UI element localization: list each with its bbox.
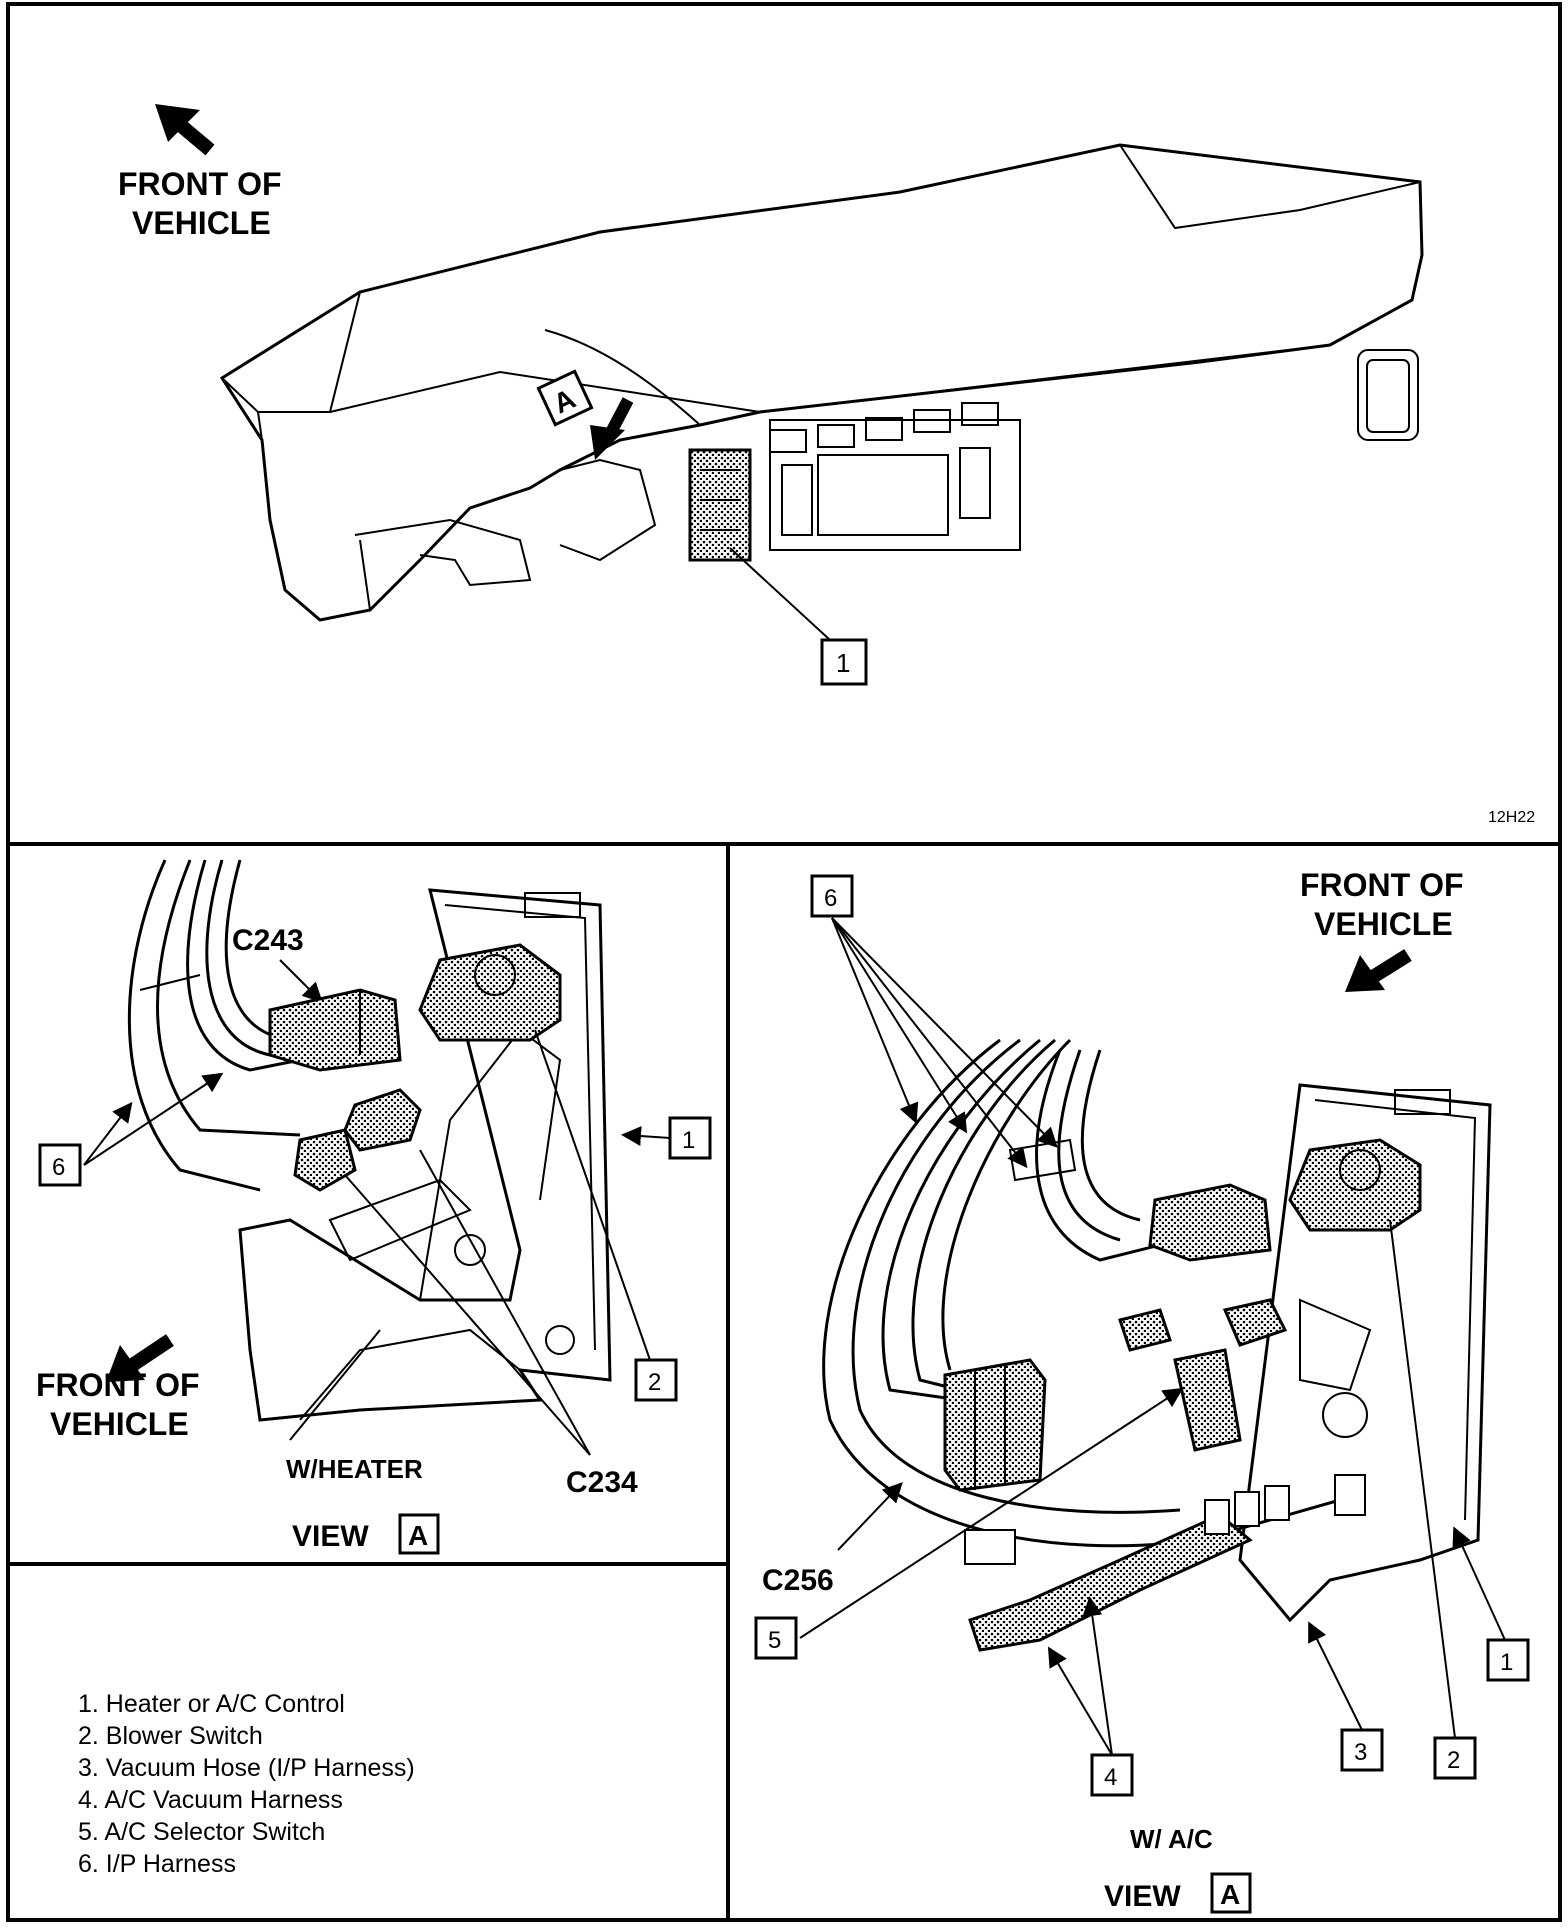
callout-1-box <box>668 1116 712 1160</box>
ac-connector-small-2 <box>1118 1308 1172 1352</box>
ac-front-line2: VEHICLE <box>1314 906 1453 942</box>
view-label-ac: VIEW <box>1104 1880 1181 1913</box>
ac-front-arrow-icon <box>1345 949 1412 992</box>
view-letter-ac: A <box>1220 1879 1240 1910</box>
ac-control-bracket <box>1238 1083 1492 1623</box>
front-of-vehicle-line1: FRONT OF <box>118 166 282 202</box>
connector-c234-upper <box>343 1088 422 1152</box>
heater-front-line1: FRONT OF <box>36 1367 200 1403</box>
legend-item-3: 3. Vacuum Hose (I/P Harness) <box>78 1754 415 1782</box>
connector-c243 <box>268 988 402 1072</box>
view-letter-box-heater <box>398 1513 440 1555</box>
callout-1-label: 1 <box>682 1127 695 1154</box>
ac-selector-switch <box>1173 1348 1242 1452</box>
legend-item-2: 2. Blower Switch <box>78 1722 263 1750</box>
view-letter-heater: A <box>408 1520 428 1551</box>
connector-c234-lower <box>293 1128 357 1192</box>
variant-label-ac: W/ A/C <box>1130 1824 1213 1854</box>
heater-front-line2: VEHICLE <box>50 1406 189 1442</box>
legend-item-5: 5. A/C Selector Switch <box>78 1818 325 1846</box>
variant-label-heater: W/HEATER <box>286 1454 423 1484</box>
callout-5-box <box>754 1616 798 1660</box>
heater-view-panel: C243 <box>36 859 712 1555</box>
callout-2-label: 2 <box>1447 1747 1460 1774</box>
ac-view-panel: 6 FRONT OF VEHICLE <box>754 867 1530 1914</box>
callout-2-box <box>1433 1736 1477 1780</box>
ac-blower-switch <box>1288 1138 1422 1232</box>
callout-6-label: 6 <box>824 885 837 912</box>
legend-item-1: 1. Heater or A/C Control <box>78 1690 345 1718</box>
figure-code: 12H22 <box>1488 809 1535 826</box>
legend-item-6: 6. I/P Harness <box>78 1850 236 1878</box>
ac-harness-connector <box>1148 1183 1272 1262</box>
connector-c256 <box>943 1358 1047 1492</box>
callout-1-box <box>820 638 868 686</box>
callout-4-label: 4 <box>1104 1764 1117 1791</box>
instrument-panel <box>219 143 1424 622</box>
ac-front-line1: FRONT OF <box>1300 867 1464 903</box>
callout-6-label: 6 <box>52 1154 65 1181</box>
view-a-arrow-icon <box>590 397 634 460</box>
callout-3-box <box>1340 1728 1384 1772</box>
callout-1-label: 1 <box>836 648 850 678</box>
callout-2-label: 2 <box>648 1369 661 1396</box>
front-arrow-icon <box>155 104 215 156</box>
callout-1-box <box>1486 1638 1530 1682</box>
connector-c243-label: C243 <box>232 924 304 957</box>
view-label-heater: VIEW <box>292 1520 369 1553</box>
callout-2-box <box>634 1358 678 1402</box>
callout-5-label: 5 <box>768 1627 781 1654</box>
callout-6-box <box>38 1143 82 1187</box>
legend-item-4: 4. A/C Vacuum Harness <box>78 1786 343 1814</box>
callout-3-label: 3 <box>1354 1739 1367 1766</box>
connector-c234-label: C234 <box>566 1466 638 1499</box>
callout-6-box <box>810 874 854 918</box>
ac-ip-harness-bundle <box>822 1038 1341 1548</box>
callout-1-label: 1 <box>1500 1649 1513 1676</box>
legend: 1. Heater or A/C Control 2. Blower Switc… <box>78 1690 415 1878</box>
heater-front-arrow-icon <box>106 1334 174 1382</box>
top-panel: FRONT OF VEHICLE <box>118 104 1535 826</box>
ip-harness-bundle <box>127 859 301 1192</box>
front-of-vehicle-line2: VEHICLE <box>132 205 271 241</box>
ac-vacuum-harness <box>968 1513 1253 1652</box>
callout-4-box <box>1090 1753 1134 1797</box>
ac-connector-small <box>1222 1298 1288 1347</box>
connector-c256-label: C256 <box>762 1564 834 1597</box>
view-a-marker: A <box>536 369 594 427</box>
ac-vacuum-hose-fittings <box>964 1474 1366 1565</box>
view-letter-box-ac <box>1210 1872 1252 1914</box>
frames <box>6 2 1562 1922</box>
blower-switch <box>418 943 562 1042</box>
